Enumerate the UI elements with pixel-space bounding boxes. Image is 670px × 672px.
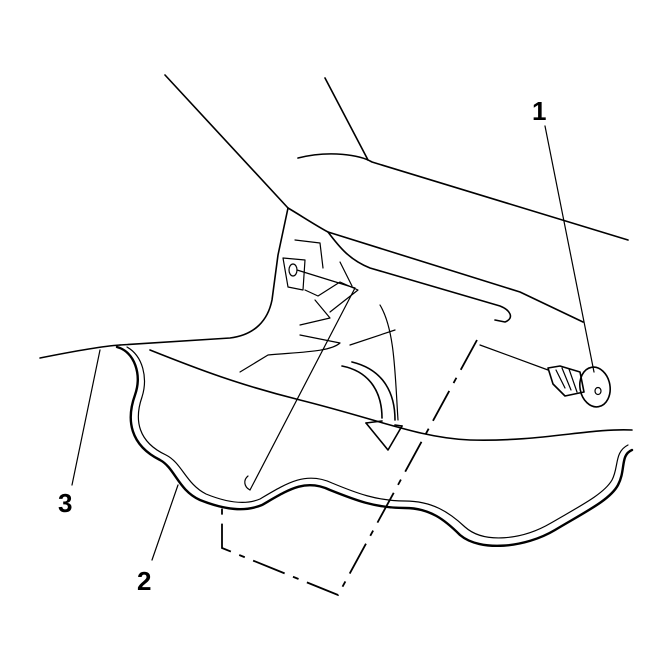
callout-3-label: 3: [58, 488, 72, 518]
leader-lines: [71, 125, 595, 561]
detail-frame: [221, 339, 478, 597]
removal-arrow: [341, 361, 403, 451]
carpet-edge: [115, 345, 634, 548]
callout-2-label: 2: [137, 566, 151, 596]
push-pin-clip-icon: [479, 344, 611, 408]
alignment-line: [244, 269, 356, 491]
floor-line: [149, 349, 633, 441]
callout-1-label: 1: [532, 96, 546, 126]
retainer-bracket: [239, 239, 399, 421]
console-outline: [39, 74, 629, 359]
